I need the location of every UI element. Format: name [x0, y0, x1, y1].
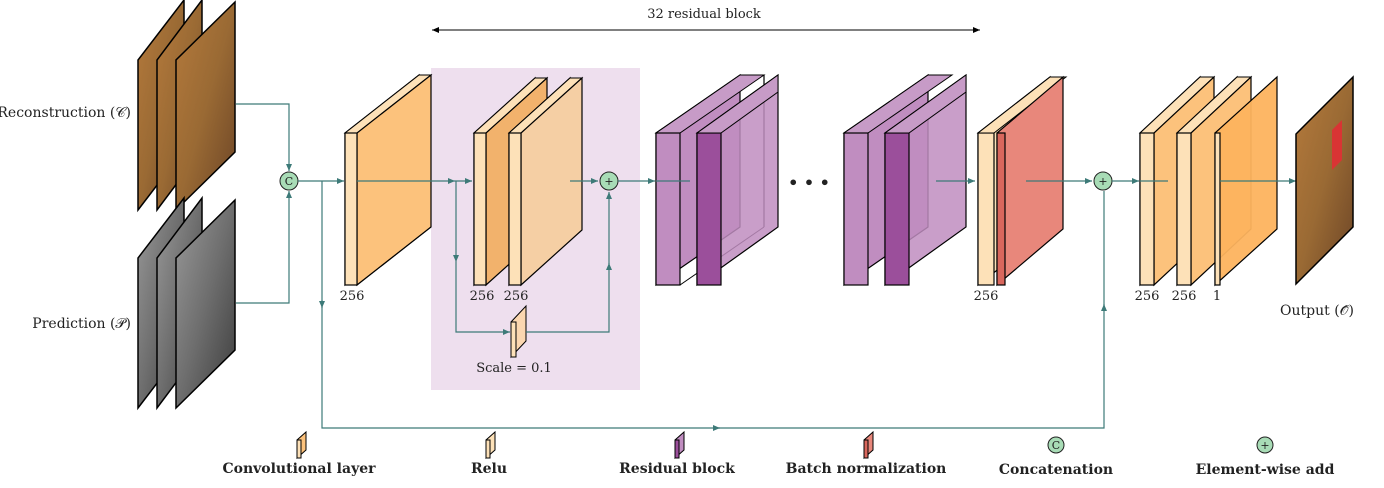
reconstruction-label: Reconstruction (𝒞) — [0, 105, 131, 121]
ellipsis: • • • — [788, 173, 830, 192]
res-skip-path — [455, 262, 510, 335]
res-conv1-size: 256 — [470, 289, 495, 304]
span-label: 32 residual block — [647, 7, 761, 22]
conv-first-size: 256 — [340, 289, 365, 304]
scale-block — [510, 304, 527, 359]
res-add-node: + — [599, 171, 619, 191]
final-conv-size: 256 — [974, 289, 999, 304]
prediction-image-stack — [137, 195, 236, 411]
legend-residual-icon — [674, 430, 685, 460]
recon-to-concat-arrow — [236, 103, 292, 171]
legend-batchnorm-label: Batch normalization — [786, 461, 947, 477]
scale-to-add-arrow — [526, 263, 612, 333]
final-conv-bn-block — [976, 75, 1068, 287]
svg-text:+: + — [604, 175, 613, 188]
svg-text:+: + — [1260, 439, 1269, 452]
global-add-node: + — [1093, 171, 1113, 191]
legend-relu-icon — [485, 430, 496, 460]
legend-relu-label: Relu — [471, 461, 507, 477]
legend-conv-label: Convolutional layer — [222, 461, 376, 477]
res-conv2-size: 256 — [504, 289, 529, 304]
res-conv-2 — [507, 76, 584, 287]
global-skip-bottom — [321, 300, 720, 431]
output-image — [1295, 75, 1354, 286]
legend-add-icon: + — [1256, 436, 1274, 454]
pred-to-concat-arrow — [236, 191, 292, 304]
prediction-label: Prediction (𝒫) — [32, 316, 131, 332]
legend-residual-label: Residual block — [619, 461, 735, 477]
concat-node: C — [279, 171, 299, 191]
conv-block-first — [343, 73, 433, 287]
svg-text:C: C — [285, 175, 293, 188]
legend-concat-label: Concatenation — [999, 462, 1113, 478]
out-conv2-size: 256 — [1172, 289, 1197, 304]
residual-block-1 — [654, 73, 779, 287]
residual-block-2 — [842, 73, 967, 287]
svg-text:C: C — [1052, 439, 1060, 452]
scale-label: Scale = 0.1 — [476, 361, 552, 376]
global-skip-return — [718, 304, 1107, 429]
legend: Convolutional layer Relu Residual block … — [222, 430, 1335, 478]
legend-add-label: Element-wise add — [1196, 462, 1335, 478]
output-label: Output (𝒪̂) — [1280, 303, 1354, 319]
legend-concat-icon: C — [1047, 436, 1065, 454]
legend-batchnorm-icon — [863, 430, 874, 460]
out-conv1-size: 256 — [1135, 289, 1160, 304]
out-conv3-size: 1 — [1213, 289, 1221, 304]
svg-text:+: + — [1098, 175, 1107, 188]
reconstruction-image-stack — [137, 0, 236, 213]
legend-conv-icon — [296, 430, 307, 460]
